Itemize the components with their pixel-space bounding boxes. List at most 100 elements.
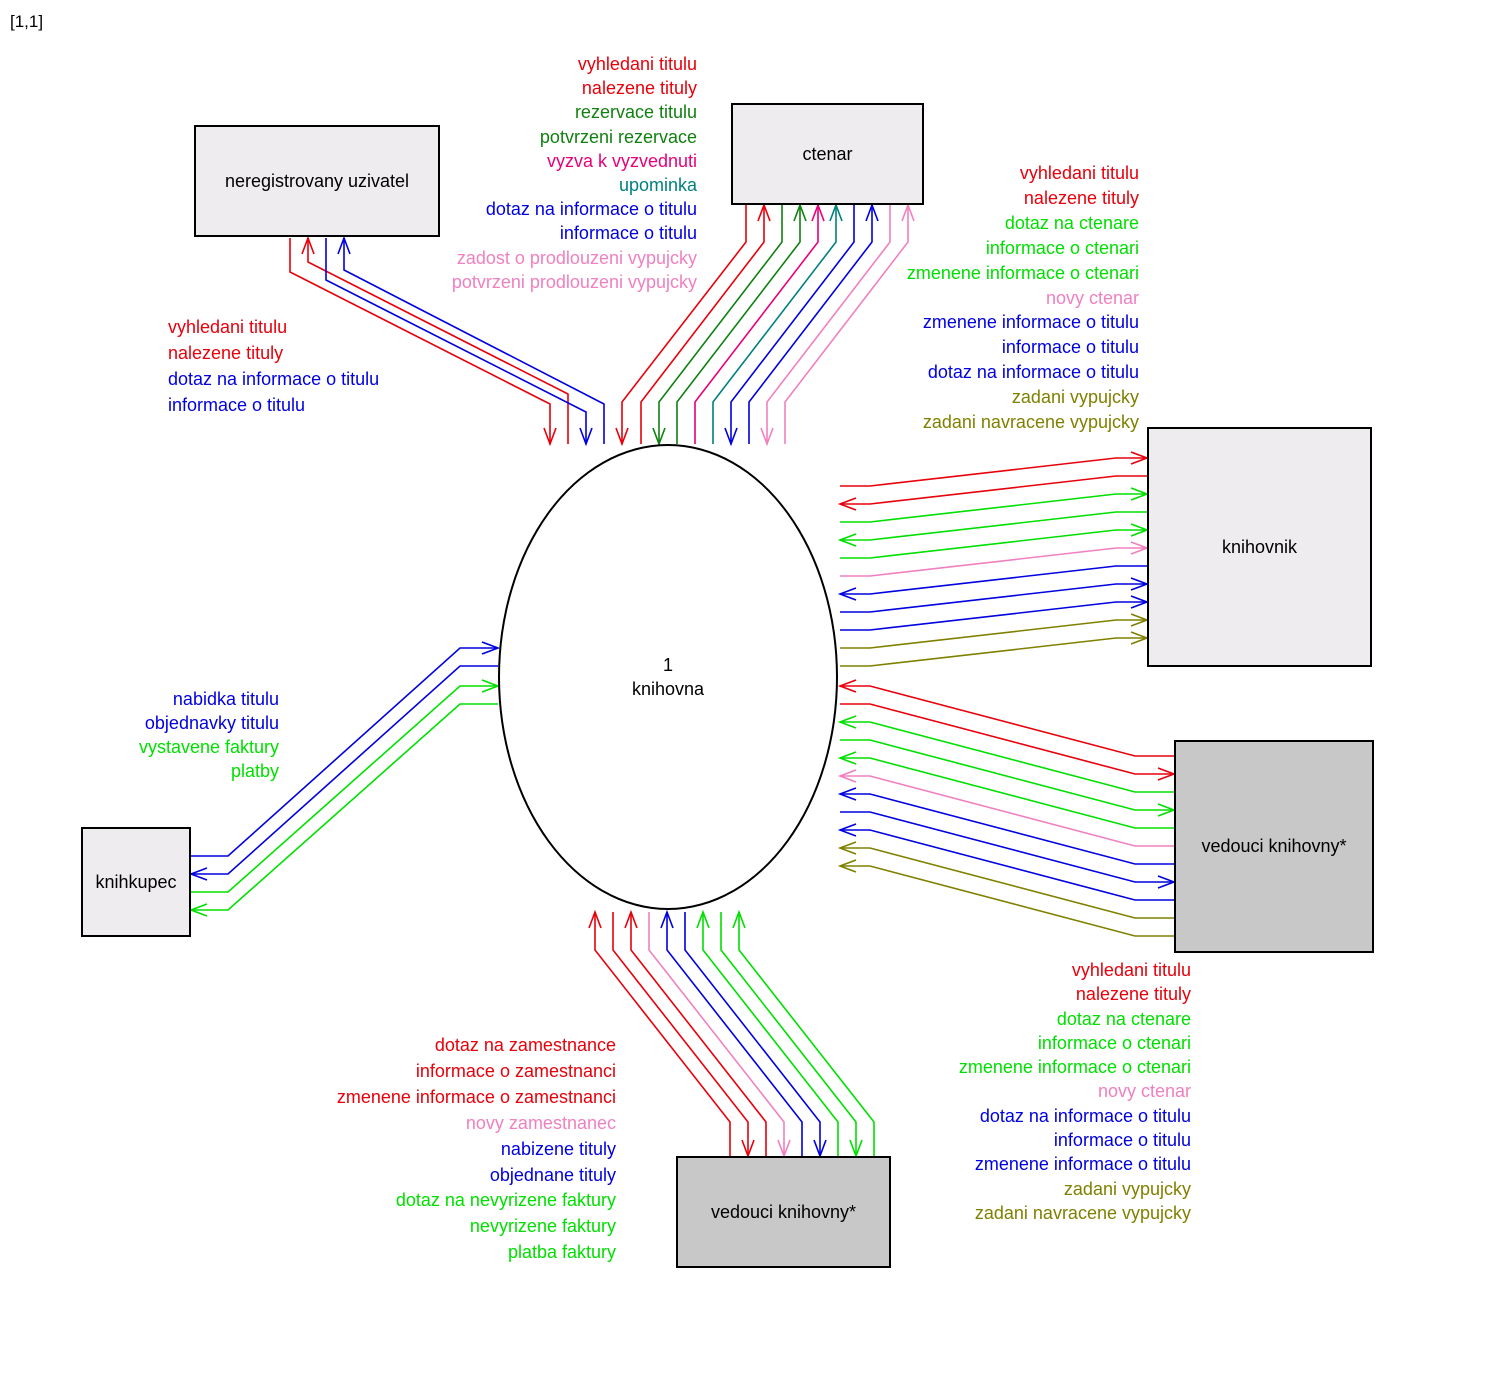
flow-label: vyhledani titulu <box>577 54 697 74</box>
flow-label: zadani vypujcky <box>1063 1178 1191 1199</box>
flow-label: rezervace titulu <box>574 102 697 123</box>
flow-arrow-head <box>481 641 501 655</box>
flow-label: informace o zamestnanci <box>415 1060 616 1081</box>
flow-arrow <box>840 865 1174 937</box>
flow-arrow-head <box>301 235 315 255</box>
flow-label: vystavene faktury <box>138 737 279 757</box>
process-knihovna[interactable]: 1 knihovna <box>498 444 838 910</box>
flow-label: zmenene informace o zamestnanci <box>336 1086 616 1107</box>
flow-label: dotaz na informace o titulu <box>979 1105 1191 1126</box>
entity-vedouci-knihovny-bottom[interactable]: vedouci knihovny* <box>676 1156 891 1268</box>
flow-arrow <box>640 205 765 444</box>
flow-label: vyhledani titulu <box>1071 960 1191 980</box>
flow-arrow-head <box>837 787 857 801</box>
diagram-index-label: [1,1] <box>10 12 44 31</box>
flow-label: informace o titulu <box>1001 337 1139 358</box>
flow-arrow-head <box>337 235 351 255</box>
flow-label: dotaz na informace o titulu <box>927 362 1139 383</box>
entity-label: knihkupec <box>95 871 177 892</box>
flow-arrow <box>666 912 803 1156</box>
flow-arrow <box>630 912 767 1156</box>
flow-arrow <box>840 637 1147 667</box>
entity-knihovnik[interactable]: knihovnik <box>1147 427 1372 667</box>
flow-arrow <box>840 457 1147 487</box>
flow-arrow <box>766 205 891 444</box>
flow-label: nalezene tituly <box>168 343 284 363</box>
flow-arrow <box>712 205 837 444</box>
flow-arrow <box>840 703 1174 775</box>
flow-arrow <box>840 775 1174 847</box>
flow-arrow-head <box>837 859 857 873</box>
flow-arrow <box>840 529 1147 559</box>
flow-arrow-head <box>188 903 208 917</box>
flow-arrow-head <box>615 427 629 447</box>
flow-arrow <box>748 205 873 444</box>
flow-label: novy ctenar <box>1097 1081 1191 1102</box>
flow-label: dotaz na informace o titulu <box>485 199 697 220</box>
flow-arrow-head <box>837 823 857 837</box>
flow-arrow <box>840 739 1174 811</box>
flow-label: nalezene tituly <box>1023 187 1139 208</box>
entity-label: neregistrovany uzivatel <box>224 170 410 191</box>
flow-arrow <box>784 205 909 444</box>
flow-arrow-head <box>757 202 771 222</box>
process-number: 1 <box>662 655 673 675</box>
flow-labels-vedouci-right: vyhledani titulu nalezene tituly dotaz na … <box>959 958 1191 1225</box>
entity-label: vedouci knihovny* <box>710 1201 857 1222</box>
entity-neregistrovany-uzivatel[interactable]: neregistrovany uzivatel <box>194 125 440 237</box>
entity-label: vedouci knihovny* <box>1201 836 1347 856</box>
flow-arrow <box>612 912 749 1156</box>
flow-arrow-head <box>837 679 857 693</box>
flow-label: objednavky titulu <box>144 713 279 733</box>
flow-arrow-head <box>724 427 738 447</box>
flow-label: dotaz na nevyrizene faktury <box>395 1190 616 1211</box>
entity-label: knihovnik <box>1221 536 1298 557</box>
flow-arrow-head <box>865 202 879 222</box>
flow-arrow-head <box>579 427 593 447</box>
flow-label: zadost o prodlouzeni vypujcky <box>456 247 697 268</box>
flow-arrow-head <box>760 427 774 447</box>
flow-arrow <box>702 912 839 1156</box>
flow-arrow <box>621 205 747 444</box>
flow-label: zmenene informace o titulu <box>922 312 1139 333</box>
entity-ctenar[interactable]: ctenar <box>731 103 924 205</box>
flow-arrow-head <box>588 909 602 929</box>
entity-knihkupec[interactable]: knihkupec <box>81 827 191 937</box>
flow-arrow <box>840 757 1174 829</box>
flow-label: nabizene tituly <box>500 1138 616 1159</box>
flow-label: zadani navracene vypujcky <box>974 1202 1191 1223</box>
flow-arrow-head <box>732 909 746 929</box>
flow-arrow <box>694 205 819 444</box>
flow-label: dotaz na zamestnance <box>434 1035 616 1055</box>
flow-label: potvrzeni prodlouzeni vypujcky <box>451 271 697 292</box>
flow-label: vyhledani titulu <box>1019 163 1139 183</box>
flow-arrow <box>738 912 875 1156</box>
flow-labels-vedouci-bottom: dotaz na zamestnance informace o zamestna… <box>337 1033 616 1266</box>
flow-arrow <box>648 912 785 1156</box>
flow-arrow <box>840 793 1174 865</box>
flow-arrow <box>840 847 1174 919</box>
flow-arrow <box>840 619 1147 649</box>
flow-label: informace o titulu <box>1053 1130 1191 1151</box>
flow-label: nalezene tituly <box>1075 984 1191 1005</box>
flow-label: vyzva k vyzvednuti <box>546 150 697 171</box>
flow-arrow-head <box>696 909 710 929</box>
flow-arrow <box>840 547 1147 577</box>
flow-arrow <box>289 238 551 444</box>
flow-arrow <box>684 912 821 1156</box>
flow-label: zmenene informace o ctenari <box>958 1057 1191 1078</box>
flow-arrow <box>343 238 605 444</box>
flow-label: zadani vypujcky <box>1011 387 1139 408</box>
flow-arrow <box>307 238 569 444</box>
entity-vedouci-knihovny-right[interactable]: vedouci knihovny* <box>1174 740 1374 953</box>
entity-label: ctenar <box>802 143 853 164</box>
flow-arrow-head <box>624 909 638 929</box>
flow-label: zadani navracene vypujcky <box>922 412 1139 433</box>
flow-arrow-head <box>793 202 807 222</box>
flow-arrow <box>594 912 731 1156</box>
flow-labels-knihovnik: vyhledani titulu nalezene tituly dotaz na … <box>907 161 1139 435</box>
flow-label: dotaz na ctenare <box>1056 1008 1191 1029</box>
